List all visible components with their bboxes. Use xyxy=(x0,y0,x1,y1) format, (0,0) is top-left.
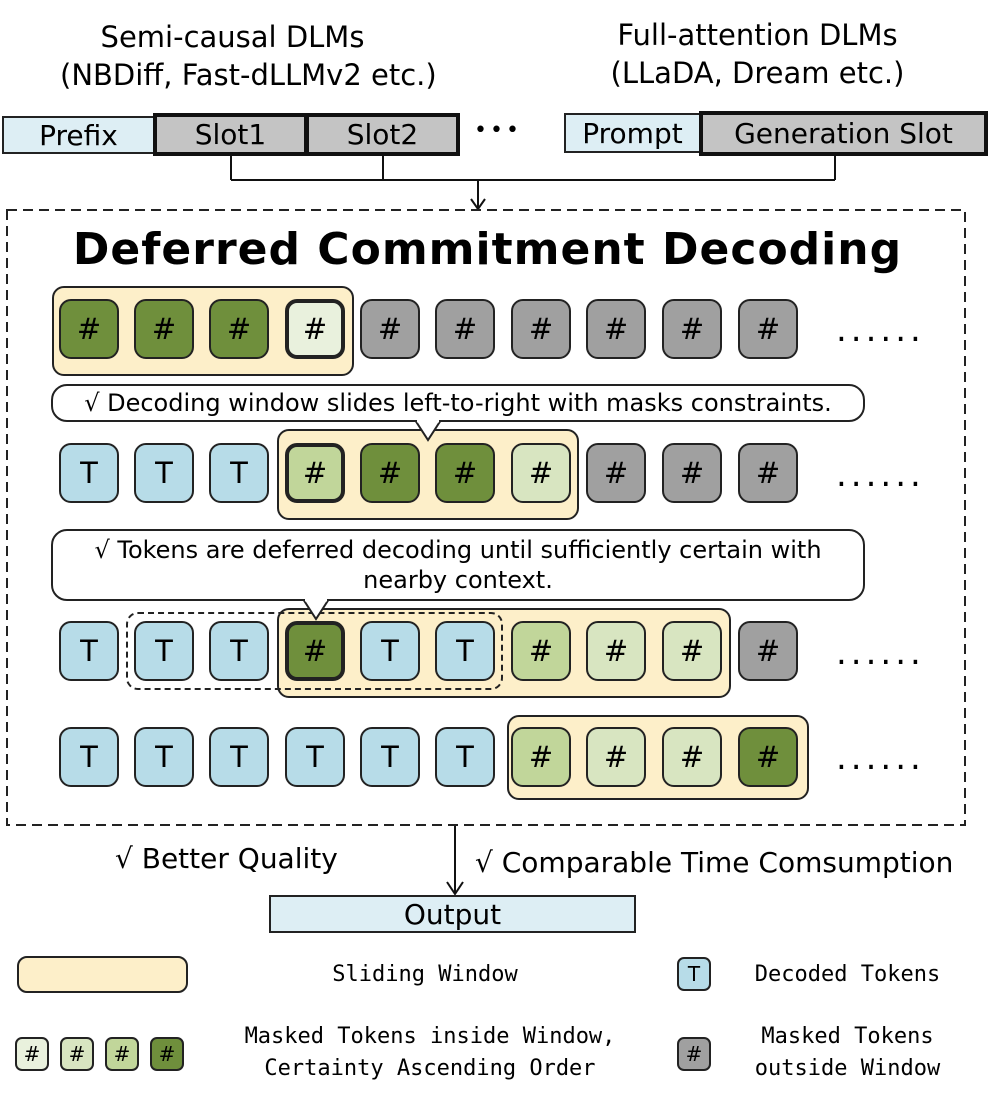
slot1-segment: Slot1 xyxy=(153,113,308,156)
masked-token-r2-c4: # xyxy=(285,443,345,503)
legend-masked-inside-line2: Certainty Ascending Order xyxy=(264,1056,596,1081)
callout1-pointer xyxy=(414,420,442,442)
row3-ellipsis: ...... xyxy=(836,633,925,673)
benefit-quality: √ Better Quality xyxy=(115,842,338,875)
decoded-token-r4-c1: T xyxy=(59,727,119,787)
masked-token-r4-c10: # xyxy=(738,727,798,787)
legend-masked-outside-line2: outside Window xyxy=(754,1056,941,1081)
decoded-token-r4-c4: T xyxy=(285,727,345,787)
masked-token-r3-c4: # xyxy=(285,621,345,681)
decoded-token-r4-c6: T xyxy=(435,727,495,787)
masked-token-r2-c8: # xyxy=(586,443,646,503)
legend-decoded-swatch: T xyxy=(677,957,711,991)
masked-token-r4-c9: # xyxy=(662,727,722,787)
benefit-time: √ Comparable Time Comsumption xyxy=(475,846,954,879)
masked-token-r1-c3: # xyxy=(209,299,269,359)
masked-token-r1-c4: # xyxy=(285,299,345,359)
masked-token-r1-c10: # xyxy=(738,299,798,359)
legend-masked-outside-line1: Masked Tokens xyxy=(761,1024,934,1049)
slots-ellipsis: ••• xyxy=(474,118,522,143)
masked-token-r3-c10: # xyxy=(738,621,798,681)
decoded-token-r4-c3: T xyxy=(209,727,269,787)
masked-token-r3-c9: # xyxy=(662,621,722,681)
legend-masked-certainty3: # xyxy=(105,1037,139,1071)
semi-causal-header: Semi-causal DLMs (NBDiff, Fast-dLLMv2 et… xyxy=(60,18,437,94)
legend-masked-certainty1: # xyxy=(15,1037,49,1071)
row1-ellipsis: ...... xyxy=(836,310,925,350)
masked-token-r2-c6: # xyxy=(435,443,495,503)
masked-token-r2-c5: # xyxy=(360,443,420,503)
callout-window-slides-text: √ Decoding window slides left-to-right w… xyxy=(84,389,832,417)
legend-masked-certainty4: # xyxy=(150,1037,184,1071)
generation-slot-segment: Generation Slot xyxy=(699,111,988,156)
decoded-token-r3-c3: T xyxy=(209,621,269,681)
legend-masked-outside: Masked Tokens outside Window xyxy=(735,1021,960,1085)
decoded-token-r3-c1: T xyxy=(59,621,119,681)
semi-causal-subtitle: (NBDiff, Fast-dLLMv2 etc.) xyxy=(60,58,437,92)
legend-sliding-window-label: Sliding Window xyxy=(332,962,518,987)
masked-token-r3-c7: # xyxy=(511,621,571,681)
main-title: Deferred Commitment Decoding xyxy=(72,224,903,275)
sliding-window-row3 xyxy=(277,608,731,698)
decoded-token-r3-c2: T xyxy=(134,621,194,681)
prompt-segment: Prompt xyxy=(564,113,701,153)
output-box: Output xyxy=(269,895,636,933)
masked-token-r1-c7: # xyxy=(511,299,571,359)
masked-token-r1-c8: # xyxy=(586,299,646,359)
decoded-token-r3-c5: T xyxy=(360,621,420,681)
prefix-segment: Prefix xyxy=(2,116,155,154)
callout-deferred-decoding: √ Tokens are deferred decoding until suf… xyxy=(51,529,865,601)
callout-window-slides: √ Decoding window slides left-to-right w… xyxy=(51,384,865,422)
full-attention-subtitle: (LLaDA, Dream etc.) xyxy=(610,56,905,90)
legend-masked-inside-line1: Masked Tokens inside Window, xyxy=(244,1024,616,1049)
decoded-token-r4-c5: T xyxy=(360,727,420,787)
decoded-token-r2-c3: T xyxy=(209,443,269,503)
legend-decoded-label: Decoded Tokens xyxy=(754,962,941,987)
decoded-token-r2-c1: T xyxy=(59,443,119,503)
masked-token-r4-c8: # xyxy=(586,727,646,787)
callout-deferred-line2: nearby context. xyxy=(363,566,553,594)
full-attention-title: Full-attention DLMs xyxy=(617,18,898,52)
row2-ellipsis: ...... xyxy=(836,455,925,495)
row4-ellipsis: ...... xyxy=(836,738,925,778)
decoded-token-r2-c2: T xyxy=(134,443,194,503)
callout2-pointer xyxy=(302,599,330,621)
legend-masked-outside-swatch: # xyxy=(677,1037,711,1071)
masked-token-r1-c2: # xyxy=(134,299,194,359)
masked-token-r2-c7: # xyxy=(511,443,571,503)
masked-token-r1-c5: # xyxy=(360,299,420,359)
decoded-token-r4-c2: T xyxy=(134,727,194,787)
masked-token-r1-c6: # xyxy=(435,299,495,359)
legend-masked-inside: Masked Tokens inside Window, Certainty A… xyxy=(220,1021,640,1085)
decoded-token-r3-c6: T xyxy=(435,621,495,681)
masked-token-r1-c9: # xyxy=(662,299,722,359)
slot2-segment: Slot2 xyxy=(305,113,460,156)
masked-token-r4-c7: # xyxy=(511,727,571,787)
masked-token-r2-c9: # xyxy=(662,443,722,503)
legend-masked-certainty2: # xyxy=(60,1037,94,1071)
callout-deferred-line1: √ Tokens are deferred decoding until suf… xyxy=(94,536,822,564)
full-attention-header: Full-attention DLMs (LLaDA, Dream etc.) xyxy=(580,16,935,92)
legend-sliding-window-swatch xyxy=(17,956,188,993)
masked-token-r2-c10: # xyxy=(738,443,798,503)
semi-causal-title: Semi-causal DLMs xyxy=(100,20,365,54)
masked-token-r1-c1: # xyxy=(59,299,119,359)
masked-token-r3-c8: # xyxy=(586,621,646,681)
